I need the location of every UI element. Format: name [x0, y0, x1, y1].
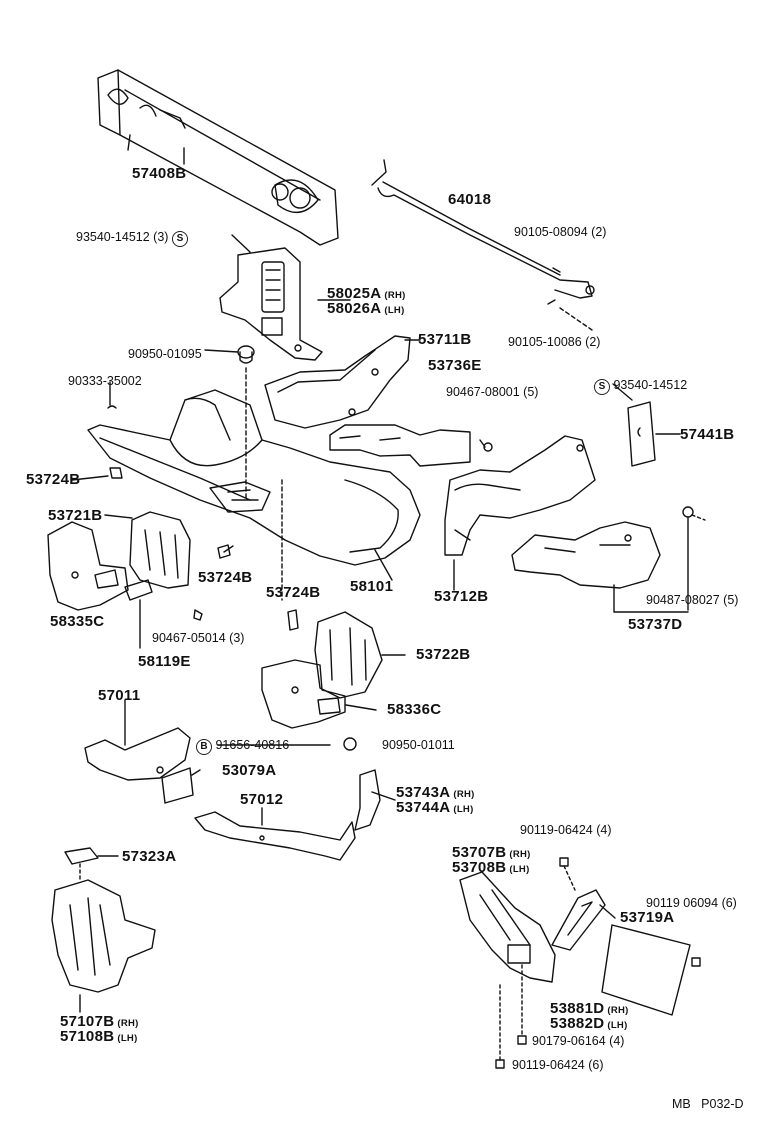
label-57107B: 57107B(RH) — [60, 1013, 139, 1030]
part-58119E-drawing — [124, 579, 153, 649]
label-90467-08001: 90467-08001 (5) — [446, 385, 539, 399]
label-90105-08094: 90105-08094 (2) — [514, 225, 607, 239]
label-58026A: 58026A(LH) — [327, 300, 405, 317]
part-53712B-drawing — [444, 435, 596, 556]
label-57108B: 57108B(LH) — [60, 1028, 138, 1045]
label-91656-40816: B 91656-40816 — [196, 737, 289, 755]
s-symbol-icon: S — [171, 231, 188, 247]
part-53721B-drawing — [129, 511, 191, 589]
label-57323A: 57323A — [122, 848, 177, 865]
label-57408B: 57408B — [132, 165, 187, 182]
part-57323A-drawing — [64, 847, 99, 881]
label-53881D: 53881D(RH) — [550, 1000, 629, 1017]
label-90950-01011: 90950-01011 — [382, 738, 455, 752]
part-58025A-drawing — [219, 247, 323, 361]
b-symbol-icon: B — [196, 739, 212, 755]
part-53707B-drawing — [459, 871, 556, 983]
label-53744A: 53744A(LH) — [396, 799, 474, 816]
label-53724B-c: 53724B — [266, 584, 321, 601]
part-57408B-drawing — [97, 69, 339, 246]
label-57011: 57011 — [98, 687, 141, 704]
label-58025A: 58025A(RH) — [327, 285, 406, 302]
label-58119E: 58119E — [138, 653, 191, 670]
s-symbol-icon: S — [594, 379, 610, 395]
label-53724B-a: 53724B — [26, 471, 81, 488]
part-53736E-drawing — [329, 424, 471, 467]
label-57441B: 57441B — [680, 426, 735, 443]
label-90467-05014: 90467-05014 (3) — [152, 631, 245, 645]
part-57012-drawing — [194, 811, 356, 861]
label-53721B: 53721B — [48, 507, 103, 524]
label-90179-06164: 90179-06164 (4) — [532, 1034, 625, 1048]
part-53079A-drawing — [161, 767, 194, 804]
part-58101-drawing — [87, 389, 421, 566]
label-90487-08027: 90487-08027 (5) — [646, 593, 739, 607]
part-90950-01095-drawing — [237, 345, 255, 364]
label-90119-06094: 90119 06094 (6) — [646, 896, 737, 910]
label-53719A: 53719A — [620, 909, 675, 926]
label-58336C: 58336C — [387, 701, 442, 718]
label-53708B: 53708B(LH) — [452, 859, 530, 876]
label-53722B: 53722B — [416, 646, 471, 663]
label-53724B-b: 53724B — [198, 569, 253, 586]
label-90105-10086: 90105-10086 (2) — [508, 335, 601, 349]
label-53882D: 53882D(LH) — [550, 1015, 628, 1032]
part-53737D-drawing — [511, 521, 661, 589]
label-53707B: 53707B(RH) — [452, 844, 531, 861]
part-58335C-drawing — [47, 521, 129, 611]
label-90119-06424-4: 90119-06424 (4) — [520, 823, 612, 837]
label-93540-14512: S 93540-14512 — [594, 377, 687, 395]
label-53736E: 53736E — [428, 357, 482, 374]
label-58101: 58101 — [350, 578, 394, 595]
label-64018: 64018 — [448, 191, 492, 208]
footer-code: MB P032-D — [672, 1097, 744, 1111]
part-64018-drawing — [371, 159, 595, 299]
part-57441B-drawing — [627, 401, 656, 467]
part-53743A-drawing — [354, 769, 381, 831]
part-53711B-drawing — [264, 335, 411, 429]
label-53737D: 53737D — [628, 616, 683, 633]
part-53722B-drawing — [314, 611, 383, 699]
label-53743A: 53743A(RH) — [396, 784, 475, 801]
label-90119-06424-6: 90119-06424 (6) — [512, 1058, 604, 1072]
part-53719A-drawing — [551, 889, 606, 951]
label-90333-35002: 90333-35002 — [68, 374, 142, 388]
label-53711B: 53711B — [418, 331, 472, 348]
part-53881D-drawing — [601, 924, 691, 1016]
part-58336C-drawing — [261, 659, 346, 729]
label-53712B: 53712B — [434, 588, 489, 605]
part-57107B-drawing — [51, 879, 156, 1013]
part-57011-drawing — [84, 727, 191, 781]
label-57012: 57012 — [240, 791, 284, 808]
label-93540-14512-3: 93540-14512 (3) S — [76, 229, 188, 247]
label-53079A: 53079A — [222, 762, 277, 779]
label-58335C: 58335C — [50, 613, 105, 630]
label-90950-01095: 90950-01095 — [128, 347, 202, 361]
